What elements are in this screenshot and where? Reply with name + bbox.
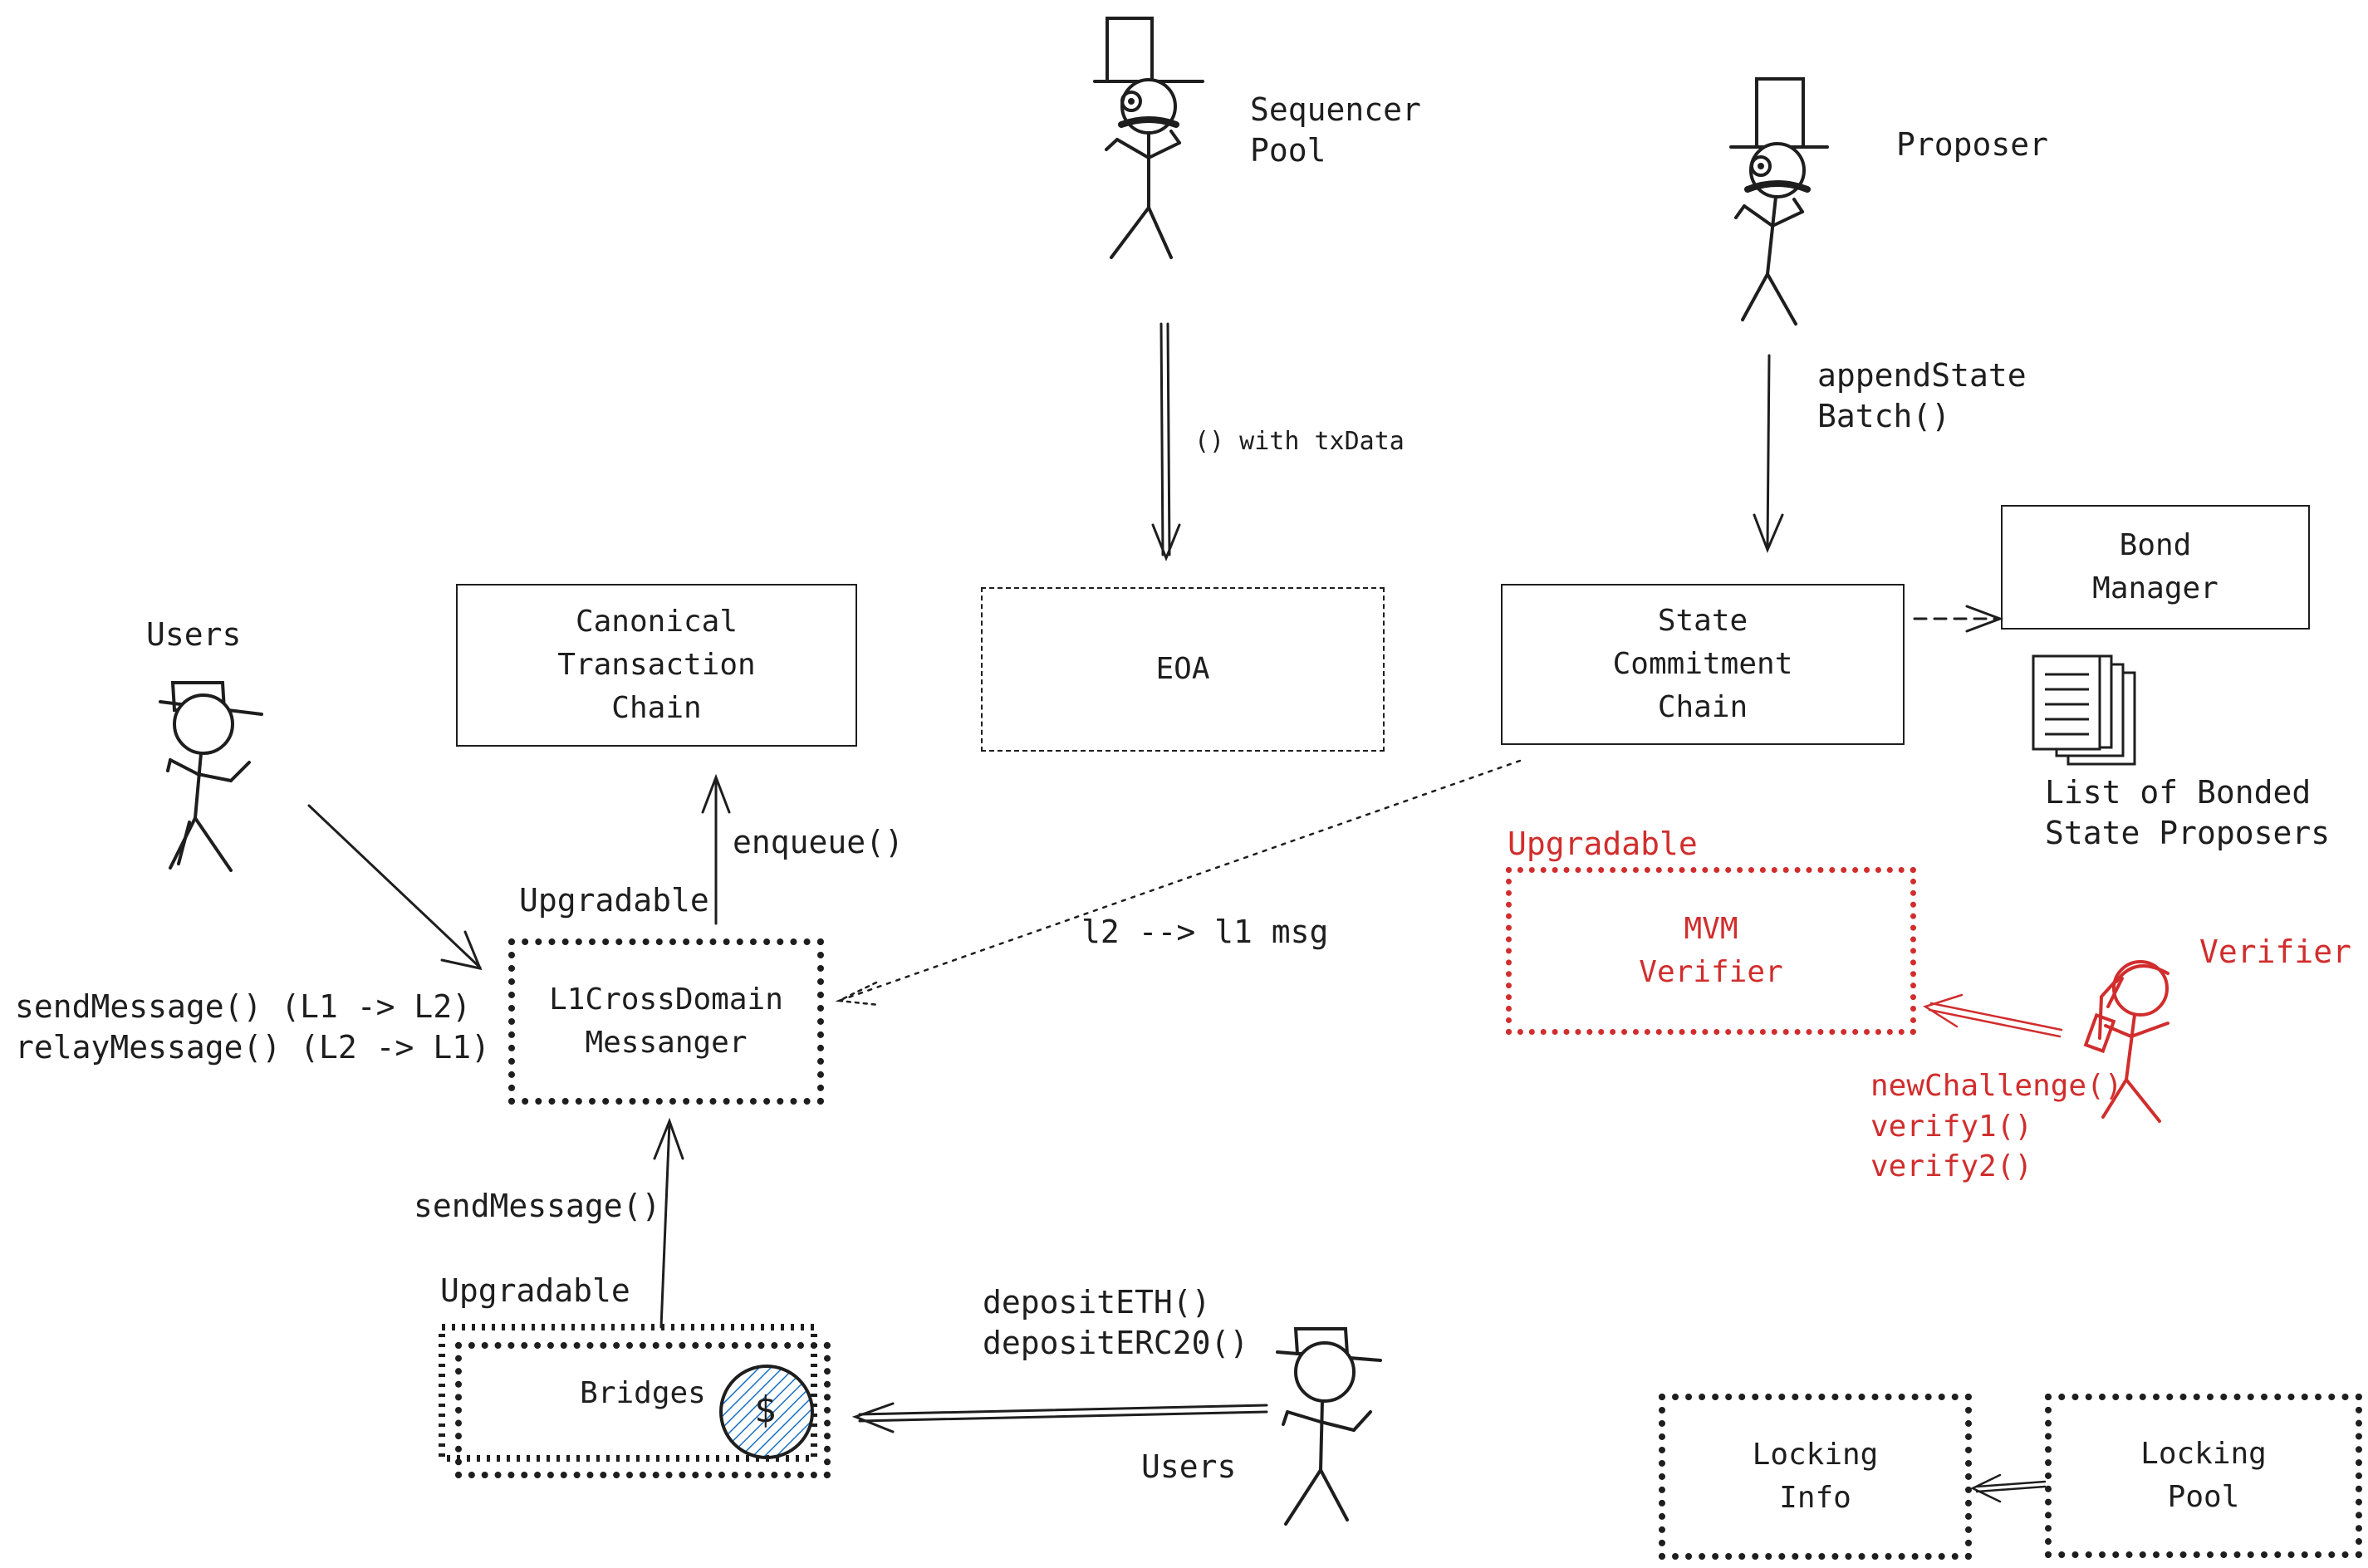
sequencer-pool-label: Sequencer Pool <box>1250 91 1421 169</box>
send-message-label: sendMessage() <box>414 1188 661 1224</box>
verifier-to-mvm-arrow <box>1923 993 2063 1038</box>
l2-to-l1-msg-label: l2 --> l1 msg <box>1081 914 1329 950</box>
users-to-messenger-arrow <box>307 804 483 971</box>
upgradable-mvm-label: Upgradable <box>1508 826 1698 862</box>
scc-to-messenger-arrow <box>835 759 1522 1007</box>
sequencer-to-eoa-arrow <box>1151 322 1181 562</box>
coin-dollar-label: $ <box>754 1389 777 1431</box>
scc-label: State Commitment Chain <box>1612 603 1793 725</box>
state-commitment-chain-box[interactable]: State Commitment Chain <box>1501 584 1905 745</box>
locking-info-box[interactable]: Locking Info <box>1659 1394 1972 1560</box>
verifier-calls-label: newChallenge() verify1() verify2() <box>1870 1069 2123 1184</box>
users-left-label: Users <box>146 616 242 653</box>
eoa-box[interactable]: EOA <box>981 587 1385 752</box>
users-bottom-figure-icon <box>1276 1327 1382 1526</box>
list-of-bonded-proposers-label: List of Bonded State Proposers <box>2045 774 2331 852</box>
bridges-label: Bridges <box>580 1376 706 1410</box>
users-to-bridges-arrow <box>851 1402 1268 1433</box>
l1-cross-domain-messenger-box[interactable]: L1CrossDomain Messanger <box>508 938 824 1105</box>
enqueue-label: enqueue() <box>733 824 904 860</box>
scc-to-bond-manager-arrow <box>1913 605 2004 633</box>
locking-pool-label: Locking Pool <box>2140 1436 2267 1514</box>
canonical-transaction-chain-box[interactable]: Canonical Transaction Chain <box>456 584 857 747</box>
document-stack-icon <box>2032 654 2136 766</box>
append-state-batch-label: appendState Batch() <box>1817 357 2027 435</box>
bridges-to-messenger-arrow <box>653 1117 684 1329</box>
bridges-outer-frame <box>439 1324 817 1462</box>
upgradable-messenger-label: Upgradable <box>519 882 709 919</box>
messenger-to-ctc-arrow <box>701 773 731 925</box>
with-txdata-label: () with txData <box>1194 427 1405 456</box>
sequencer-figure-icon <box>1093 17 1204 259</box>
mvm-verifier-label: MVM Verifier <box>1639 911 1783 989</box>
bond-manager-box[interactable]: Bond Manager <box>2001 505 2310 630</box>
coin-icon <box>719 1365 814 1459</box>
locking-info-label: Locking Info <box>1752 1437 1879 1515</box>
verifier-label: Verifier <box>2199 933 2352 970</box>
proposer-to-scc-arrow <box>1753 354 1784 553</box>
deposit-methods-label: depositETH() depositERC20() <box>983 1284 1249 1362</box>
upgradable-bridges-label: Upgradable <box>440 1272 630 1309</box>
users-bottom-label: Users <box>1141 1448 1237 1485</box>
mvm-verifier-box[interactable]: MVM Verifier <box>1506 867 1916 1035</box>
verifier-figure-icon <box>2083 960 2169 1123</box>
users-left-figure-icon <box>159 681 263 872</box>
proposer-figure-icon <box>1729 77 1829 326</box>
bridges-box[interactable]: Bridges <box>455 1342 831 1478</box>
bond-manager-label: Bond Manager <box>2092 527 2218 605</box>
proposer-label: Proposer <box>1896 126 2049 163</box>
eoa-label: EOA <box>1155 651 1210 686</box>
send-relay-message-label: sendMessage() (L1 -> L2) relayMessage() … <box>15 988 490 1066</box>
locking-pool-to-info-arrow <box>1970 1473 2047 1503</box>
locking-pool-box[interactable]: Locking Pool <box>2045 1394 2362 1558</box>
ctc-label: Canonical Transaction Chain <box>557 604 756 726</box>
l1-messenger-label: L1CrossDomain Messanger <box>549 982 783 1060</box>
